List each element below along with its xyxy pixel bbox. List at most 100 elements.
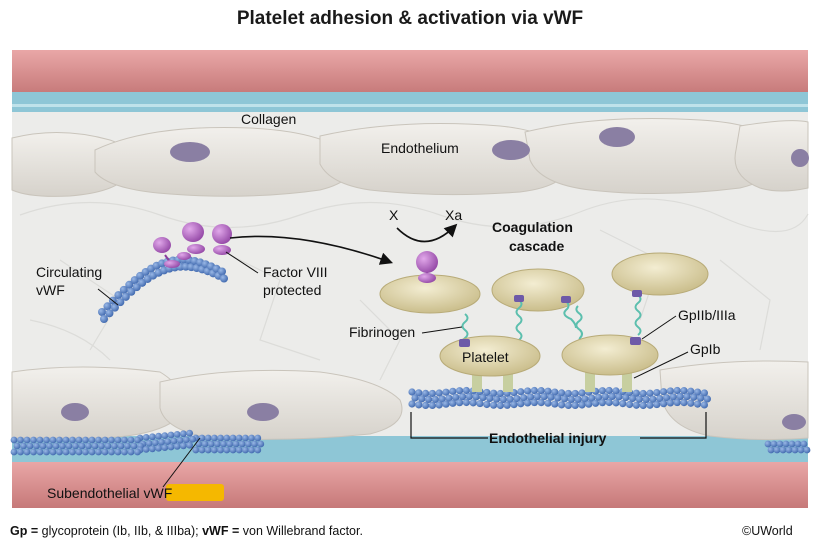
- vwf-bead: [581, 395, 589, 403]
- vwf-bead: [803, 446, 811, 454]
- vwf-bead: [104, 442, 112, 450]
- circulating-vwf-label: Circulating: [36, 264, 102, 280]
- vwf-bead: [435, 389, 443, 397]
- vessel-wall-top: [12, 50, 808, 94]
- vwf-bead: [220, 274, 228, 283]
- right-vwf-beads: [764, 440, 811, 454]
- vwf-bead: [490, 389, 498, 397]
- vwf-bead: [180, 430, 187, 438]
- vwf-bead: [242, 434, 249, 442]
- vwf-bead: [493, 395, 501, 403]
- vwf-bead: [65, 442, 73, 450]
- vwf-bead: [486, 394, 494, 403]
- vwf-bead: [155, 444, 163, 452]
- vwf-bead: [615, 393, 623, 401]
- footnote-vwf-text: von Willebrand factor.: [239, 524, 363, 538]
- vwf-bead: [98, 442, 105, 450]
- vwf-bead: [248, 434, 256, 442]
- vwf-bead: [95, 436, 102, 444]
- subendothelial-vwf-label: Subendothelial vWF: [47, 485, 172, 501]
- vwf-bead: [694, 400, 702, 408]
- subendothelial-vwf-highlight: [166, 484, 224, 501]
- vwf-bead: [198, 434, 206, 442]
- factor-viii: [153, 237, 180, 268]
- vwf-bead: [490, 401, 498, 409]
- vwf-bead: [537, 387, 545, 395]
- vwf-bead: [585, 400, 593, 408]
- vwf-bead: [598, 399, 607, 407]
- vwf-bead: [800, 440, 808, 448]
- vwf-bead: [111, 442, 118, 450]
- factor-viii-group: [153, 222, 232, 268]
- vwf-bead: [785, 446, 793, 454]
- vwf-bead: [687, 387, 695, 395]
- vwf-bead: [797, 446, 805, 454]
- vwf-bead: [422, 389, 430, 397]
- vessel-wall-bottom: [12, 462, 808, 508]
- vwf-bead: [642, 395, 650, 404]
- vwf-bead: [30, 448, 37, 456]
- vwf-bead: [85, 442, 92, 450]
- vwf-bead: [649, 395, 657, 403]
- vwf-bead: [472, 393, 480, 401]
- vwf-bead: [10, 436, 18, 444]
- vwf-bead: [114, 436, 122, 444]
- vwf-bead: [176, 437, 184, 444]
- gp2b3a-receptors-upper: [514, 290, 642, 303]
- vwf-bead: [465, 392, 473, 401]
- vwf-bead: [101, 448, 109, 456]
- platelet-upper-right: [611, 252, 709, 296]
- gp2b3a-leader: [641, 315, 677, 340]
- vwf-bead: [167, 431, 175, 439]
- vwf-bead: [462, 386, 470, 395]
- vwf-bead: [134, 436, 141, 444]
- vwf-bead: [660, 388, 668, 396]
- vwf-bead: [469, 399, 477, 407]
- vwf-bead: [571, 389, 579, 398]
- vwf-bead: [130, 442, 138, 450]
- coagulation-label: Coagulation: [492, 219, 573, 235]
- vwf-bead: [17, 448, 24, 456]
- fibrinogen-leader: [421, 326, 463, 334]
- vwf-bead: [220, 440, 228, 448]
- vwf-bead: [435, 401, 443, 409]
- vwf-bead: [496, 389, 504, 398]
- vwf-bead: [483, 388, 491, 397]
- vwf-bead: [564, 401, 573, 410]
- vwf-bead: [127, 287, 136, 296]
- vwf-bead: [108, 448, 115, 456]
- platelet-upper-middle: [491, 268, 585, 312]
- vwf-bead: [524, 387, 532, 395]
- nucleus: [492, 140, 530, 160]
- copyright: ©UWorld: [742, 524, 793, 538]
- vwf-bead: [201, 440, 209, 448]
- vwf-bead: [43, 448, 50, 456]
- nucleus: [782, 414, 806, 430]
- vwf-bead: [56, 436, 63, 444]
- vwf-bead: [189, 435, 197, 443]
- vwf-bead: [479, 393, 487, 402]
- vwf-bead: [660, 400, 668, 408]
- vwf-bead: [223, 446, 231, 454]
- vwf-bead: [537, 399, 545, 407]
- vwf-bead: [666, 387, 675, 395]
- vwf-bead: [544, 399, 552, 407]
- vwf-bead: [612, 399, 620, 407]
- vwf-bead: [592, 399, 600, 407]
- vwf-bead: [242, 446, 249, 454]
- vwf-bead: [551, 388, 559, 396]
- vwf-bead: [612, 387, 620, 395]
- vwf-bead: [226, 440, 234, 448]
- vwf-bead: [770, 440, 778, 448]
- vwf-bead: [788, 440, 796, 448]
- factor-viii: [182, 222, 205, 254]
- vwf-bead: [408, 388, 416, 396]
- vwf-bead: [605, 386, 613, 395]
- vwf-bead: [483, 400, 491, 409]
- vwf-bead: [551, 400, 559, 408]
- vwf-bead: [639, 389, 647, 398]
- vwf-bead: [578, 401, 586, 409]
- vwf-bead: [663, 394, 671, 402]
- vwf-bead: [145, 440, 153, 447]
- vwf-bead: [121, 292, 130, 301]
